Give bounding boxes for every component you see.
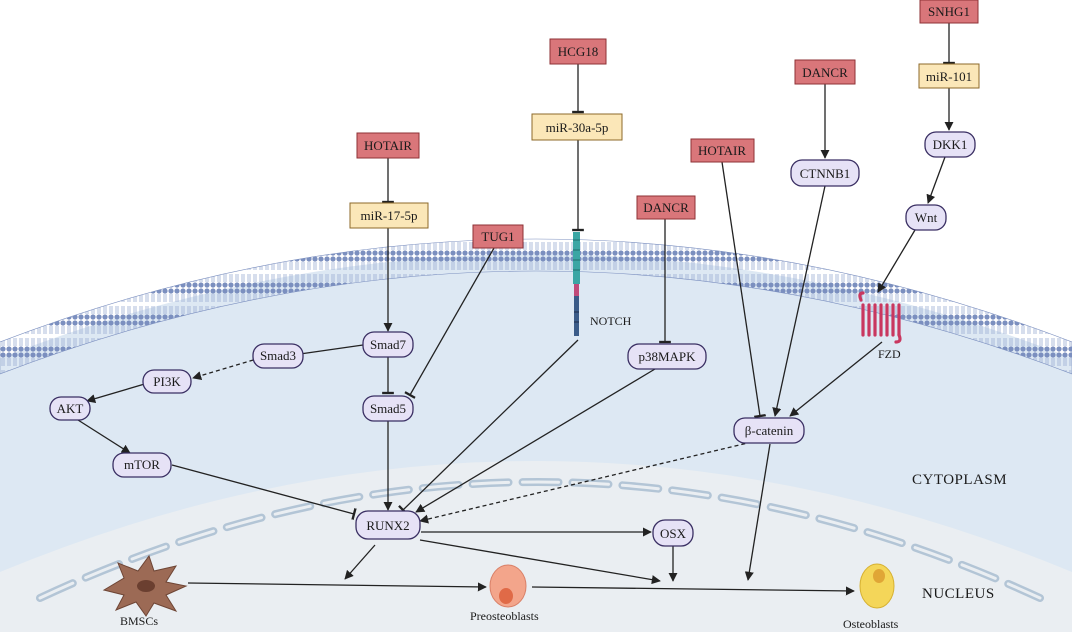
lncrna-label: DANCR xyxy=(643,200,689,215)
lncrna-label: HCG18 xyxy=(558,44,598,59)
protein-node-dkk1: DKK1 xyxy=(924,131,976,158)
protein-label: DKK1 xyxy=(933,137,968,152)
edge-mtor-runx2 xyxy=(171,464,357,520)
edge-smad7-smad3 xyxy=(298,344,364,360)
lncrna-node-dancr-2: DANCR xyxy=(794,59,856,85)
edge-bmscs-preosteoblasts xyxy=(187,582,487,592)
mirna-label: miR-17-5p xyxy=(360,208,417,223)
protein-node-osx: OSX xyxy=(652,519,694,547)
protein-label: Smad5 xyxy=(370,401,406,416)
edge-p38-runx2 xyxy=(415,368,656,513)
edge-bcatenin-runx2 xyxy=(419,441,753,524)
edge-tug1-smad5 xyxy=(404,247,495,399)
nucleus-region xyxy=(0,461,1072,632)
edges xyxy=(77,23,955,596)
protein-node-smad3: Smad3 xyxy=(252,343,304,369)
protein-label: Smad3 xyxy=(260,348,296,363)
edge-fzd-bcatenin xyxy=(789,341,883,417)
lncrna-node-hotair-2: HOTAIR xyxy=(690,138,755,163)
nucleus-label: NUCLEUS xyxy=(922,586,995,602)
lncrna-node-tug1: TUG1 xyxy=(472,224,524,249)
protein-label: Wnt xyxy=(915,210,938,225)
osteoblast-cell-icon xyxy=(859,563,895,609)
mirna-label: miR-30a-5p xyxy=(546,120,609,135)
edge-wnt-fzd xyxy=(877,229,916,293)
lncrna-node-hotair-1: HOTAIR xyxy=(356,132,420,159)
protein-label: mTOR xyxy=(124,457,160,472)
protein-label: RUNX2 xyxy=(366,518,409,533)
protein-node-smad7: Smad7 xyxy=(362,331,414,358)
lncrna-label: DANCR xyxy=(802,65,848,80)
mirna-node-mir-17-5p: miR-17-5p xyxy=(349,202,429,229)
lncrna-label: TUG1 xyxy=(481,229,514,244)
edge-preosteoblasts-osteoblasts xyxy=(531,586,855,596)
lncrna-label: SNHG1 xyxy=(928,4,970,19)
mirna-label: miR-101 xyxy=(926,69,972,84)
lncrna-node-hcg18: HCG18 xyxy=(549,38,607,65)
edge-smad3-pi3k xyxy=(192,357,261,381)
protein-label: β-catenin xyxy=(745,423,794,438)
edge-dkk1-wnt xyxy=(926,156,946,204)
fzd-label: FZD xyxy=(878,347,901,361)
protein-label: p38MAPK xyxy=(638,349,696,364)
mirna-node-mir-30a-5p: miR-30a-5p xyxy=(531,113,623,141)
nuclear-envelope-inner xyxy=(38,480,1042,600)
lncrna-node-snhg1: SNHG1 xyxy=(919,0,979,24)
bmscs-cell-icon xyxy=(102,554,188,617)
protein-label: CTNNB1 xyxy=(800,166,851,181)
protein-node-akt: AKT xyxy=(49,396,91,421)
edge-ctnnb1-bcatenin xyxy=(772,185,826,417)
protein-node-mtor: mTOR xyxy=(112,452,172,478)
edge-bcatenin-osteoblasts xyxy=(744,443,771,581)
protein-node-ctnnb1: CTNNB1 xyxy=(790,159,860,187)
cytoplasm-label: CYTOPLASM xyxy=(912,472,1007,488)
fzd-receptor-icon xyxy=(858,291,902,344)
edge-pi3k-akt xyxy=(86,382,149,404)
protein-node-pi3k: PI3K xyxy=(142,369,192,394)
lncrna-label: HOTAIR xyxy=(698,143,746,158)
cell-membrane xyxy=(0,238,1072,375)
mirna-node-mir-101: miR-101 xyxy=(918,63,980,89)
protein-label: PI3K xyxy=(153,374,181,389)
lncrna-label: HOTAIR xyxy=(364,138,412,153)
protein-label: AKT xyxy=(57,401,84,416)
protein-label: OSX xyxy=(660,526,687,541)
edge-runx2-preosteoblasts xyxy=(344,544,376,580)
protein-node-p38mapk: p38MAPK xyxy=(627,343,707,370)
lncrna-node-dancr-1: DANCR xyxy=(636,195,696,220)
protein-node-beta-catenin: β-catenin xyxy=(733,417,805,444)
notch-receptor-icon xyxy=(573,232,580,336)
protein-label: Smad7 xyxy=(370,337,407,352)
edge-runx2-osteoblasts xyxy=(419,539,661,585)
protein-node-runx2: RUNX2 xyxy=(355,510,421,540)
edge-hotair2-bcatenin xyxy=(721,161,766,419)
osteoblasts-label: Osteoblasts xyxy=(843,617,899,631)
bmscs-label: BMSCs xyxy=(120,614,158,628)
edge-notch-runx2 xyxy=(398,339,579,516)
notch-label: NOTCH xyxy=(590,314,632,328)
preosteoblasts-label: Preosteoblasts xyxy=(470,609,539,623)
protein-node-smad5: Smad5 xyxy=(362,395,414,422)
protein-node-wnt: Wnt xyxy=(905,204,947,231)
edge-akt-mtor xyxy=(77,419,131,454)
preosteoblast-cell-icon xyxy=(489,564,527,608)
